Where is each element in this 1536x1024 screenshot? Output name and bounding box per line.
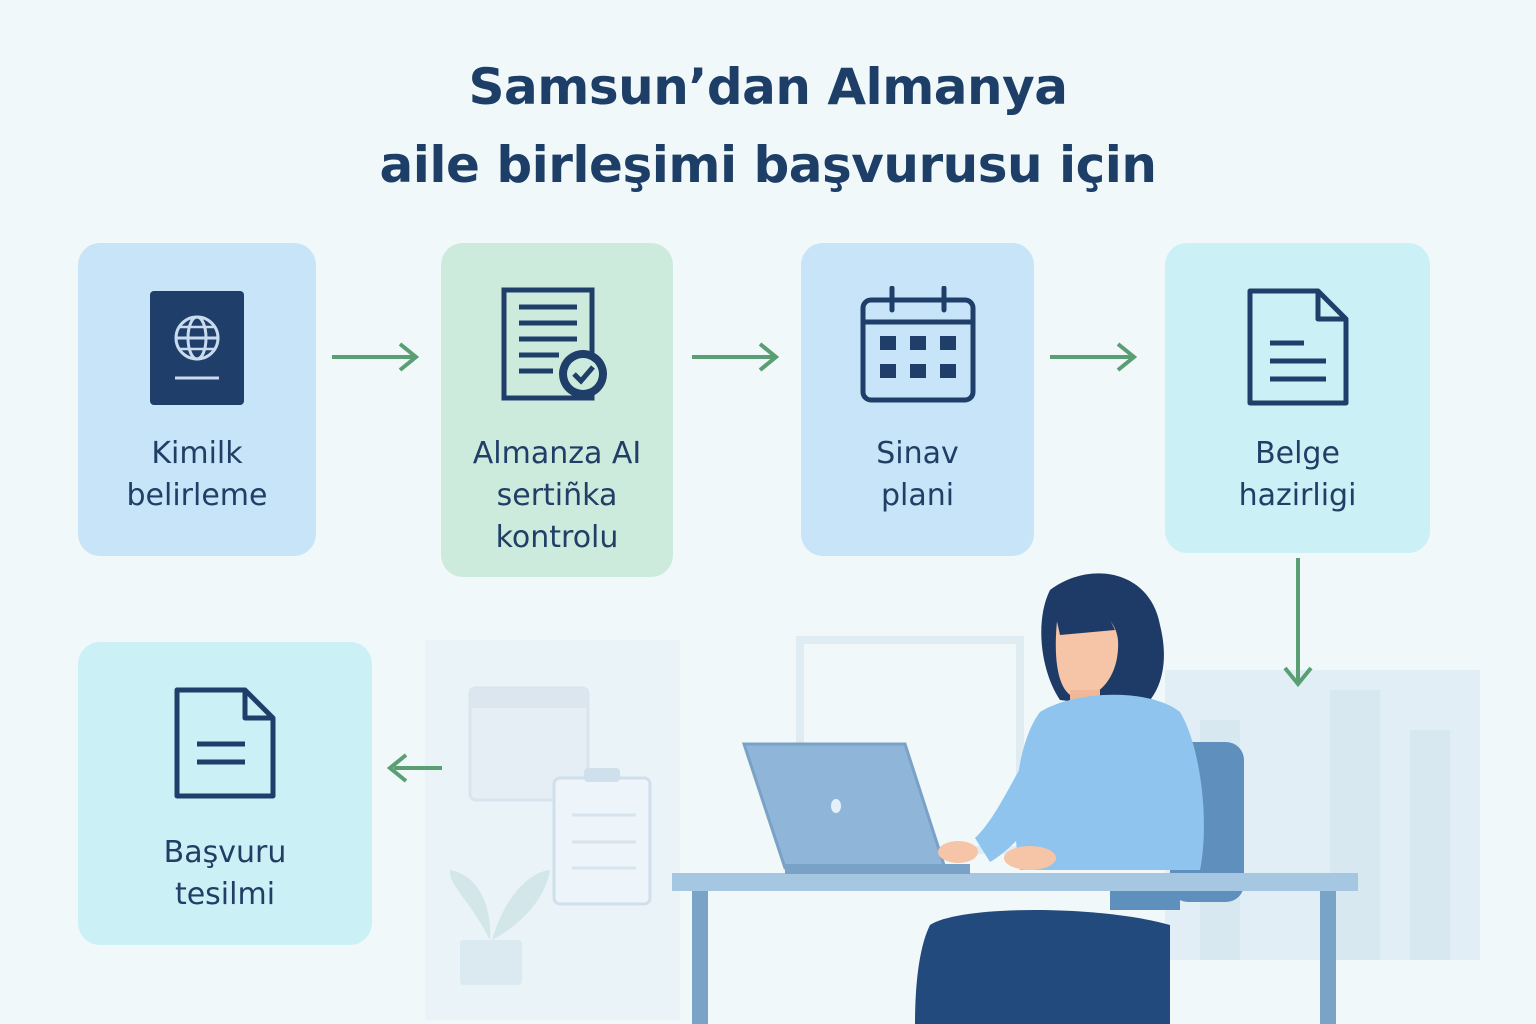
arrow-left-icon	[386, 753, 442, 783]
step-label: Sinav plani	[876, 436, 959, 513]
step-card-documents: Belge hazirligi	[1165, 243, 1430, 553]
faint-plant	[449, 870, 550, 985]
laptop	[741, 742, 970, 874]
step-label: Başvuru tesilmi	[163, 835, 287, 912]
faint-calendar	[468, 686, 590, 802]
passport-icon	[150, 291, 244, 405]
page-title-line-1: Samsun’dan Almanya	[468, 58, 1068, 116]
step-card-submission: Başvuru tesilmi	[78, 642, 372, 945]
step-label: Belge hazirligi	[1238, 436, 1357, 513]
step-card-identity: Kimilk belirleme	[78, 243, 316, 556]
page-title-line-2: aile birleşimi başvurusu için	[379, 136, 1157, 194]
step-card-certificate: Almanza AI sertiñka kontrolu	[441, 243, 673, 577]
arrow-right-icon	[1050, 342, 1138, 372]
step-label: Kimilk belirleme	[126, 436, 268, 513]
calendar-icon	[860, 286, 975, 403]
arrow-right-icon	[692, 342, 780, 372]
person	[915, 573, 1204, 1024]
arrow-right-icon	[332, 342, 420, 372]
step-label: Almanza AI sertiñka kontrolu	[472, 436, 642, 555]
document-icon	[1247, 288, 1348, 406]
faint-clipboard	[552, 768, 652, 906]
desk	[672, 873, 1358, 1024]
arrow-down-icon	[1283, 558, 1313, 688]
step-card-exam: Sinav plani	[801, 243, 1034, 556]
certificate-check-icon	[501, 287, 607, 401]
document-icon	[174, 687, 276, 799]
